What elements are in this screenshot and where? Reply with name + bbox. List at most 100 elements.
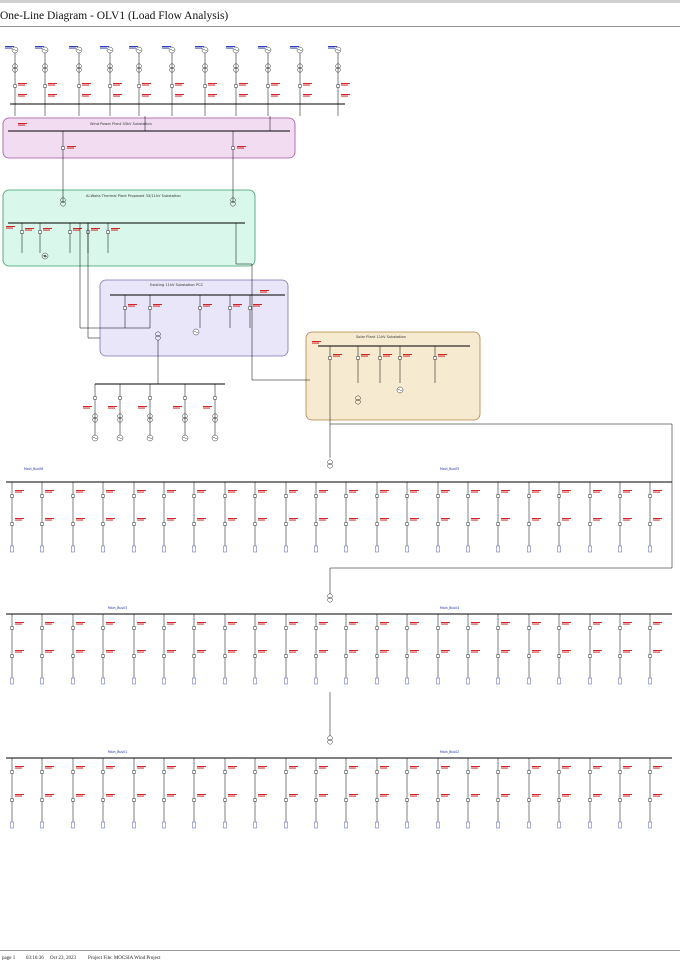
solar-flow-1-b xyxy=(361,355,368,357)
section3-load-17 xyxy=(527,821,531,829)
section3-flow-b-18-a xyxy=(562,794,571,795)
section3-flow-a-1-b xyxy=(45,767,52,769)
section2-flow-a-19-b xyxy=(593,623,600,625)
wind-flow2-2-a xyxy=(82,94,91,95)
section2-flow-b-21-a xyxy=(653,650,662,651)
section2-breaker-a-3 xyxy=(101,626,105,630)
existing-breaker-4 xyxy=(248,306,252,310)
thermal-substation-box[interactable] xyxy=(2,189,256,267)
section2-load-13 xyxy=(405,677,409,685)
section3-breaker-a-8 xyxy=(253,770,257,774)
section1-breaker-b-19 xyxy=(588,522,592,526)
section2-flow-b-7-a xyxy=(228,650,237,651)
section1-flow-a-2-b xyxy=(76,491,83,493)
section2-flow-b-12-a xyxy=(380,650,389,651)
solar-substation-box[interactable] xyxy=(305,331,481,421)
section2-flow-a-10-b xyxy=(319,623,326,625)
section1-breaker-b-15 xyxy=(466,522,470,526)
section3-breaker-b-17 xyxy=(527,798,531,802)
wind-flow-7-b xyxy=(239,84,246,86)
section2-load-14 xyxy=(436,677,440,685)
wind-transformer-6-winding-hv xyxy=(202,63,208,69)
section3-breaker-b-5 xyxy=(162,798,166,802)
section2-breaker-a-2 xyxy=(71,626,75,630)
wind-transformer-6-winding-lv xyxy=(202,67,208,73)
existing-flow-1-b xyxy=(153,305,160,307)
section1-breaker-a-20 xyxy=(618,494,622,498)
wind-tag-1-a xyxy=(35,46,44,47)
wind-breaker-2 xyxy=(77,84,81,88)
main-transformer-3-winding-lv xyxy=(327,739,333,745)
section3-flow-a-11-a xyxy=(349,766,358,767)
section1-flow-a-16-a xyxy=(501,490,510,491)
section2-flow-a-21-a xyxy=(653,622,662,623)
section3-breaker-b-21 xyxy=(648,798,652,802)
section1-flow-a-15-a xyxy=(471,490,480,491)
wind-flow-9-b xyxy=(303,84,310,86)
wind-transformer-7-winding-hv xyxy=(233,63,239,69)
section2-breaker-b-13 xyxy=(405,654,409,658)
wind-tag-2-b xyxy=(69,47,76,49)
section3-breaker-b-0 xyxy=(10,798,14,802)
section3-flow-b-9-b xyxy=(289,795,296,797)
section1-flow-b-8-a xyxy=(258,518,267,519)
section3-breaker-b-18 xyxy=(557,798,561,802)
local-gen-flow-0-b xyxy=(83,407,90,409)
wind-turbine-1-wave xyxy=(42,48,48,52)
link-left-breaker xyxy=(61,146,65,150)
section2-flow-a-12-a xyxy=(380,622,389,623)
section2-flow-a-8-b xyxy=(258,623,265,625)
section3-load-1 xyxy=(40,821,44,829)
one-line-diagram[interactable]: Wind Power Plant 33kV Substation Al-Waha… xyxy=(0,28,680,950)
section2-load-11 xyxy=(344,677,348,685)
section3-load-21 xyxy=(648,821,652,829)
section1-flow-a-3-a xyxy=(106,490,115,491)
section1-breaker-a-10 xyxy=(314,494,318,498)
section1-load-10 xyxy=(314,545,318,553)
section2-flow-b-18-b xyxy=(562,651,569,653)
section1-breaker-b-21 xyxy=(648,522,652,526)
section1-flow-b-5-b xyxy=(167,519,174,521)
thermal-bus-tag-b xyxy=(6,227,13,229)
wind-flow2-1-a xyxy=(48,94,57,95)
section2-flow-b-6-a xyxy=(197,650,206,651)
section2-breaker-a-15 xyxy=(466,626,470,630)
existing-substation-box[interactable] xyxy=(99,279,289,357)
section1-flow-a-21-a xyxy=(653,490,662,491)
section3-flow-b-7-b xyxy=(228,795,235,797)
local-gen-transformer-1-winding-lv xyxy=(117,417,123,423)
section1-flow-a-4-b xyxy=(137,491,144,493)
section3-flow-b-3-b xyxy=(106,795,113,797)
section3-flow-b-1-a xyxy=(45,794,54,795)
existing-generator-wave xyxy=(193,330,199,334)
existing-transformer-winding-hv xyxy=(155,331,161,337)
thermal-breaker-4 xyxy=(106,230,110,234)
section3-flow-a-6-b xyxy=(197,767,204,769)
section2-breaker-b-16 xyxy=(496,654,500,658)
section3-flow-a-9-a xyxy=(289,766,298,767)
section3-flow-a-12-a xyxy=(380,766,389,767)
section2-breaker-b-11 xyxy=(344,654,348,658)
section2-breaker-b-3 xyxy=(101,654,105,658)
existing-bus-tag-b xyxy=(260,291,267,293)
section3-load-20 xyxy=(618,821,622,829)
solar-flow-3-a xyxy=(403,354,412,355)
solar-flow-4-a xyxy=(438,354,447,355)
existing-breaker-1 xyxy=(148,306,152,310)
wind-tag-7-b xyxy=(226,47,233,49)
existing-flow-2-a xyxy=(203,304,212,305)
wind-flow2-4-b xyxy=(142,95,149,97)
wind-substation-box[interactable] xyxy=(2,117,296,159)
section1-breaker-b-7 xyxy=(223,522,227,526)
section3-load-4 xyxy=(132,821,136,829)
wind-flow-5-b xyxy=(175,84,182,86)
section1-breaker-b-17 xyxy=(527,522,531,526)
diagram-canvas[interactable]: Wind Power Plant 33kV Substation Al-Waha… xyxy=(0,28,680,950)
section1-flow-b-18-a xyxy=(562,518,571,519)
wind-bus-flow-a xyxy=(18,123,27,124)
section3-load-8 xyxy=(253,821,257,829)
section1-flow-b-16-a xyxy=(501,518,510,519)
section3-flow-a-18-a xyxy=(562,766,571,767)
section1-breaker-b-8 xyxy=(253,522,257,526)
section1-flow-a-7-b xyxy=(228,491,235,493)
